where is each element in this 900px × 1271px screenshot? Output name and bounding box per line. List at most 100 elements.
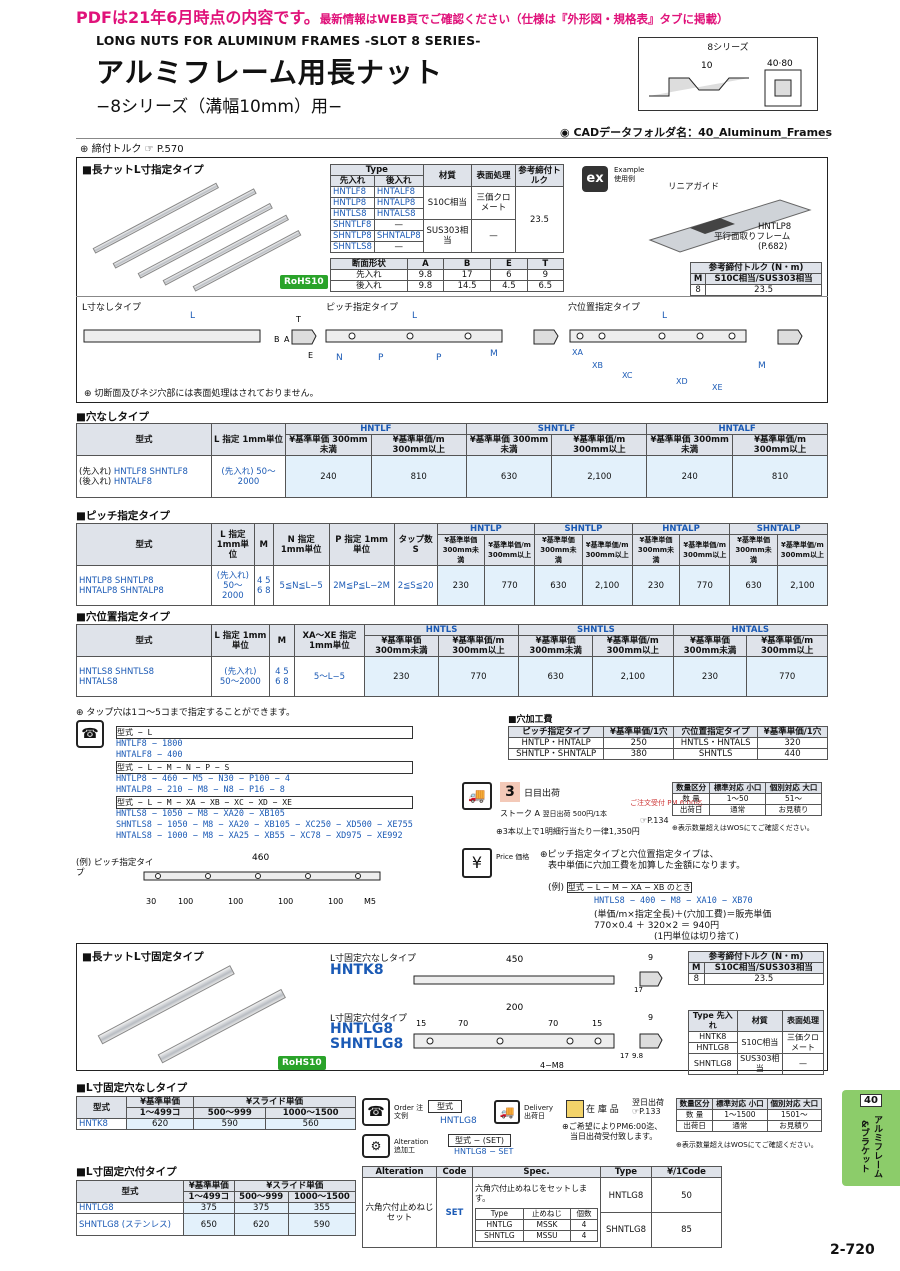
price-example-code: HNTLS8 − 400 − M8 − XA10 − XB70 <box>594 896 753 906</box>
torque-reference[interactable]: ⊕ 締付トルク ☞ P.570 <box>80 144 184 155</box>
delivery-note: ⊕ご希望によりPM6:00迄、当日出荷受付致します。 <box>562 1122 663 1141</box>
diagram-divider <box>76 296 828 297</box>
diagram-label-none: L寸なしタイプ <box>82 303 142 313</box>
hole-fee-table: ピッチ指定タイプ¥基準単価/1穴穴位置指定タイプ¥基準単価/1穴 HNTLP・H… <box>507 726 828 760</box>
svg-text:17: 17 <box>620 1052 629 1060</box>
diagram-hole-position: L XA XB XC XD XE M <box>569 311 803 392</box>
tap-hole-note: ⊕ タップ穴は1コ〜5コまで指定することができます。 <box>76 708 295 718</box>
svg-text:XC: XC <box>622 371 633 380</box>
price-example-header: (例) 型式 − L − M − XA − XB のとき <box>548 882 692 893</box>
pitch-table-title: ■ピッチ指定タイプ <box>76 510 170 522</box>
svg-text:70: 70 <box>458 1019 468 1028</box>
ship-page-ref: ☞P.134 <box>640 816 669 825</box>
order-code-examples: 型式 − L HNTLF8 − 1800 HNTALF8 − 400 型式 − … <box>116 726 413 841</box>
stroke-service: ストーク A 翌日出荷 500円/1本 <box>500 809 607 818</box>
svg-text:P: P <box>436 353 442 363</box>
svg-text:15: 15 <box>592 1019 602 1028</box>
price-calc-note: ⊕ピッチ指定タイプと穴位置指定タイプは、表中単価に穴加工費を加算した金額になりま… <box>540 850 746 871</box>
svg-text:XE: XE <box>712 383 723 392</box>
diagram-no-hole: L B A T E <box>83 311 317 360</box>
side-category-tab[interactable]: 40 アルミフレーム&ブラケット <box>842 1090 900 1186</box>
svg-text:B: B <box>274 335 280 344</box>
svg-text:15: 15 <box>416 1019 426 1028</box>
alteration-code: HNTLG8 − SET <box>454 1147 514 1156</box>
stock-box-icon <box>566 1100 584 1118</box>
no-hole-table-title: ■穴なしタイプ <box>76 411 149 423</box>
section-l-fixed-panel <box>76 943 828 1071</box>
alteration-header: 型式 − (SET) <box>448 1134 512 1147</box>
order-icon-2: ☎ <box>362 1098 390 1126</box>
next-day-ship: 翌日出荷☞P.133 <box>632 1098 664 1116</box>
linear-guide-label: リニアガイド <box>668 182 720 192</box>
series-label: 8シリーズ <box>707 43 749 53</box>
delivery-label: Delivery 出荷日 <box>524 1104 554 1120</box>
fixed-no-hole-code: HNTK8 <box>330 962 384 978</box>
svg-text:4−M8: 4−M8 <box>540 1061 564 1070</box>
svg-text:460: 460 <box>252 853 269 863</box>
diagram-pitch: L N P P M <box>325 311 559 363</box>
svg-text:N: N <box>336 353 343 363</box>
svg-text:M: M <box>490 349 498 359</box>
diagram-label-pitch: ピッチ指定タイプ <box>326 303 399 313</box>
diagram-label-pos: 穴位置指定タイプ <box>568 303 641 313</box>
page-number: 2-720 <box>830 1242 875 1258</box>
svg-text:XA: XA <box>572 348 583 357</box>
stock-label: 在 庫 品 <box>586 1105 619 1115</box>
quantity-note-2: ⊕表示数量超えはWOSにてご確認ください。 <box>676 1141 818 1149</box>
frame-size-label: 40·80 <box>767 59 793 69</box>
svg-text:100: 100 <box>278 897 293 906</box>
section-l-fixed-title: ■長ナットL寸固定タイプ <box>82 951 204 963</box>
price-yen-icon: ¥ <box>462 848 492 878</box>
delivery-truck-icon: 🚚 <box>462 782 492 810</box>
svg-text:17: 17 <box>634 986 643 994</box>
svg-text:70: 70 <box>548 1019 558 1028</box>
order-deadline: ご注文受付 PM 6:00迄 <box>630 799 703 807</box>
svg-text:L: L <box>662 311 667 321</box>
svg-text:9.8: 9.8 <box>632 1052 643 1060</box>
order-icon: ☎ <box>76 720 104 748</box>
cad-folder-label: ◉ CADデータフォルダ名：40_Aluminum_Frames <box>560 126 833 139</box>
page-title: アルミフレーム用長ナット <box>96 56 443 89</box>
quantity-note: ⊕表示数量超えはWOSにてご確認ください。 <box>672 824 814 832</box>
order2-code: HNTLG8 <box>440 1116 477 1126</box>
section-l-spec-title: ■長ナットL寸指定タイプ <box>82 164 204 176</box>
svg-text:100: 100 <box>228 897 243 906</box>
fixed-hole-table-title: ■L寸固定穴付タイプ <box>76 1166 177 1178</box>
ship-note: ⊕3本以上で1明細行当たり一律1,350円 <box>496 827 640 836</box>
order-label-2: Order 注文例 <box>394 1104 424 1120</box>
svg-text:M5: M5 <box>364 897 376 906</box>
svg-text:T: T <box>295 315 301 324</box>
english-subheading: LONG NUTS FOR ALUMINUM FRAMES -SLOT 8 SE… <box>96 33 481 48</box>
ship-days-label: 日目出荷 <box>524 789 561 799</box>
fixed-no-hole-diagram: 450 9 17 <box>413 953 663 994</box>
series-profile-box: 8シリーズ 10 40·80 <box>638 37 818 111</box>
svg-text:30: 30 <box>146 897 156 906</box>
slot-width-label: 10 <box>701 61 713 71</box>
surface-treatment-note: ⊕ 切断面及びネジ穴部には表面処理はされておりません。 <box>84 389 319 399</box>
pitch-example-diagram: 460 30 100 100 100 100 M5 <box>143 853 381 906</box>
ship-days: 3 <box>500 782 520 802</box>
alteration-label: Alteration 追加工 <box>394 1138 429 1154</box>
position-table-title: ■穴位置指定タイプ <box>76 611 170 623</box>
svg-text:E: E <box>308 351 313 360</box>
order2-header: 型式 <box>428 1100 462 1113</box>
rohs-badge: RoHS10 <box>280 275 328 289</box>
svg-text:100: 100 <box>328 897 343 906</box>
svg-text:XD: XD <box>676 377 688 386</box>
pdf-notice-banner: PDFは21年6月時点の内容です。最新情報はWEB頁でご確認ください（仕様は『外… <box>76 8 729 27</box>
fixed-hole-diagram: 200 15 70 70 15 4−M8 9 17 9.8 <box>413 1003 663 1070</box>
